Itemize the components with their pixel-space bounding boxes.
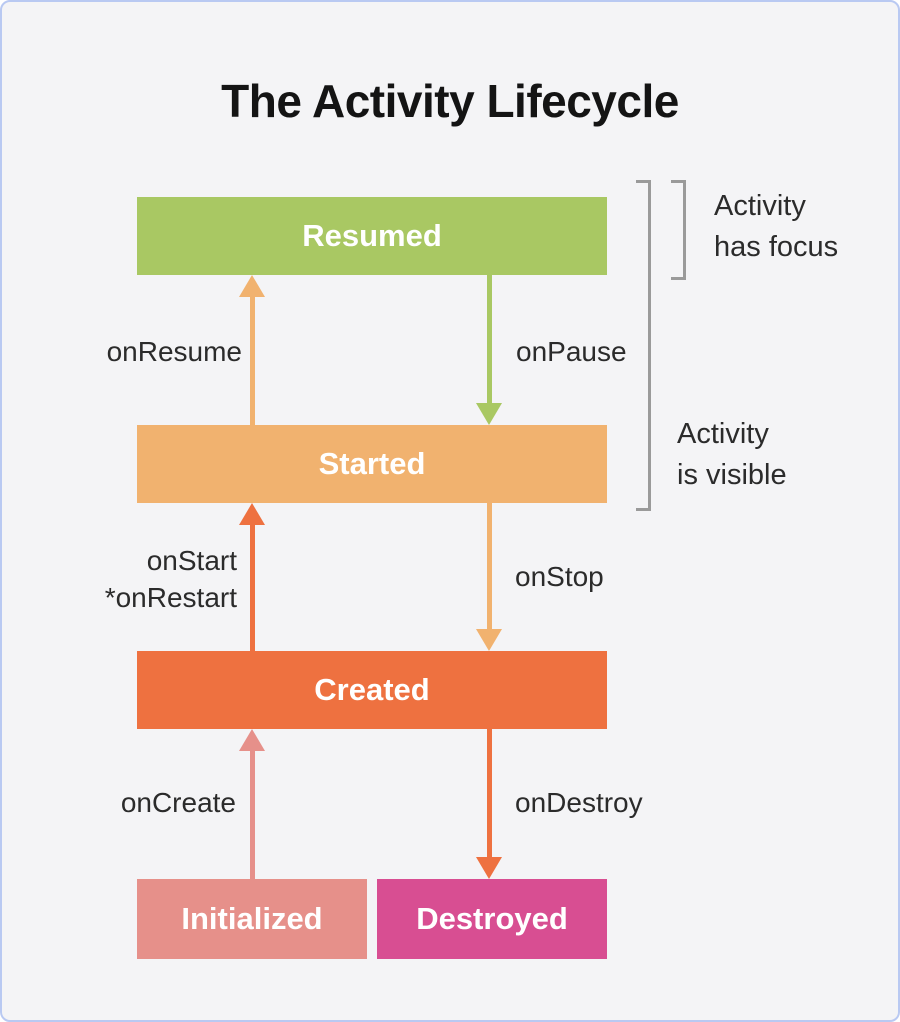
label-ondestroy: onDestroy [515,787,643,818]
ondestroy-down-arrow-icon [476,729,502,879]
arrowhead-up [239,275,265,297]
arrowhead-up [239,503,265,525]
state-label-started: Started [318,446,426,481]
label-oncreate: onCreate [120,787,236,818]
arrowhead-down [476,857,502,879]
label-onstop: onStop [515,561,604,592]
state-box-created: Created [137,651,607,729]
state-label-resumed: Resumed [302,218,442,253]
state-label-destroyed: Destroyed [416,901,568,936]
label-onpause: onPause [516,336,627,367]
oncreate-up-arrow-icon [239,729,265,879]
label-onstart-onrestart: onStart *onRestart [104,545,237,613]
arrowhead-down [476,629,502,651]
label-onresume: onResume [106,336,242,367]
has-focus-bracket [671,180,686,280]
annotation-activity-has-focus: Activity has focus [714,190,839,263]
onstop-down-arrow-icon [476,503,502,651]
state-box-resumed: Resumed [137,197,607,275]
state-label-created: Created [314,672,430,707]
state-box-destroyed: Destroyed [377,879,607,959]
state-box-initialized: Initialized [137,879,367,959]
is-visible-bracket [636,180,651,511]
page-title: The Activity Lifecycle [221,75,679,127]
onresume-up-arrow-icon [239,275,265,425]
onpause-down-arrow-icon [476,275,502,425]
state-label-initialized: Initialized [181,901,323,936]
arrowhead-down [476,403,502,425]
onstart-up-arrow-icon [239,503,265,651]
arrowhead-up [239,729,265,751]
state-box-started: Started [137,425,607,503]
annotation-activity-is-visible: Activity is visible [677,418,787,491]
